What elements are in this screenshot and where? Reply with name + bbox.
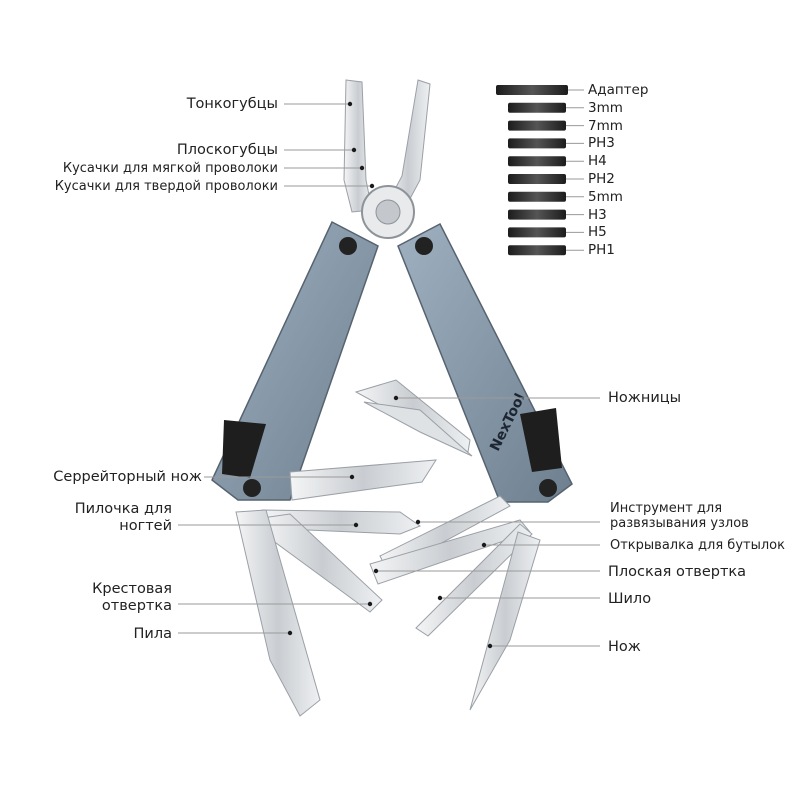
bit-label: H5 — [588, 224, 607, 241]
bit-label: PH2 — [588, 171, 615, 187]
bit-label: 3mm — [588, 99, 623, 116]
bit-label: 5mm — [588, 188, 623, 205]
bit-1 — [496, 85, 568, 95]
label-nail-file-2: ногтей — [119, 518, 172, 534]
label-knot-tool-2: развязывания узлов — [610, 516, 749, 531]
bit-8 — [508, 209, 566, 220]
bit-6 — [508, 174, 566, 184]
label-tonkogubtsy: Тонкогубцы — [186, 96, 278, 112]
label-knot-tool-1: Инструмент для — [610, 501, 723, 516]
bit-2 — [508, 102, 566, 113]
label-saw: Пила — [133, 626, 172, 642]
leader-lines — [178, 103, 600, 647]
bit-label: PH3 — [588, 135, 615, 152]
bit-label: Адаптер — [588, 82, 649, 98]
awl — [415, 523, 533, 637]
label-scissors: Ножницы — [608, 390, 682, 406]
scissors — [354, 379, 473, 457]
serrated-knife — [289, 459, 437, 501]
bit-label: H4 — [588, 153, 607, 170]
left-handle — [211, 220, 379, 501]
label-kusachki-hard: Кусачки для твердой проволоки — [54, 179, 278, 194]
label-ploskogubtsy: Плоскогубцы — [176, 142, 278, 158]
label-flat-screwdriver: Плоская отвертка — [608, 564, 747, 580]
bit-set — [496, 85, 584, 256]
label-kusachki-soft: Кусачки для мягкой проволоки — [62, 161, 278, 176]
label-knife: Нож — [608, 639, 641, 655]
label-serrated-knife: Серрейторный нож — [53, 469, 202, 485]
label-phillips-1: Крестовая — [92, 581, 172, 597]
label-phillips-2: отвертка — [101, 598, 172, 614]
knife — [469, 531, 541, 711]
leader-dots — [287, 101, 493, 649]
bit-label: PH1 — [588, 242, 615, 259]
right-handle: NexTool — [397, 222, 573, 503]
saw — [235, 509, 321, 717]
label-nail-file-1: Пилочка для — [74, 501, 172, 517]
bit-label: H3 — [588, 206, 607, 223]
bit-5 — [508, 156, 566, 167]
label-bottle-opener: Открывалка для бутылок — [610, 538, 785, 553]
bit-10 — [508, 245, 566, 256]
bit-7 — [508, 191, 566, 202]
bit-4 — [508, 138, 566, 149]
pliers-jaws — [343, 79, 431, 239]
bit-3 — [508, 120, 566, 131]
label-awl: Шило — [608, 591, 652, 607]
bit-label: 7mm — [588, 117, 623, 134]
bit-9 — [508, 227, 566, 238]
